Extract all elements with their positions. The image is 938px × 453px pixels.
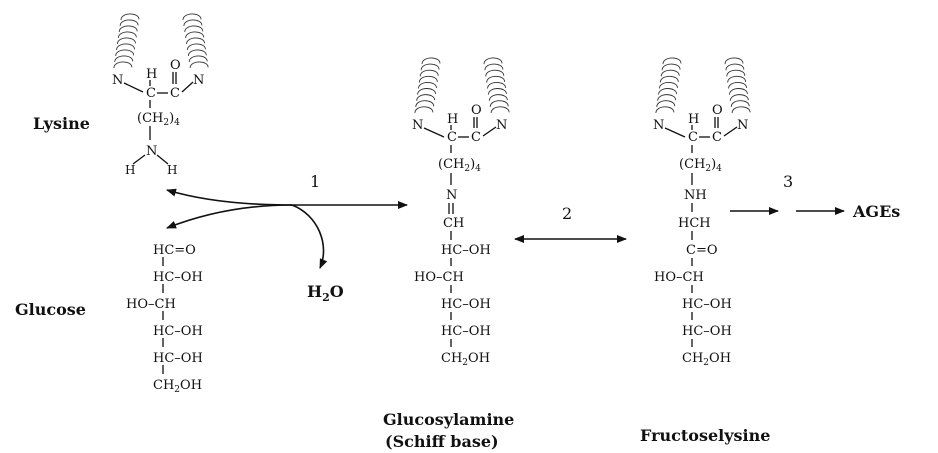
fructo-c-alpha: C [688, 130, 698, 145]
schiff-c-carbonyl: C [471, 130, 481, 145]
lysine-structure: N H C C O N (CH2)4 N H H [112, 58, 204, 177]
arrow-to-water [291, 204, 328, 269]
glucosylamine-structure: N H C C O N (CH2)4 N CH HC–OH HO–CH HC–O… [412, 103, 507, 368]
fructo-ch2-chain: (CH2)4 [679, 157, 722, 174]
schiff-n-left: N [412, 118, 423, 133]
glucosylamine-label: Glucosylamine [383, 410, 514, 429]
lysine-amine-n: N [146, 144, 157, 159]
schiff-c3: HO–CH [414, 270, 464, 285]
lysine-c-carbonyl: C [170, 86, 180, 101]
schiff-c2: HC–OH [441, 243, 491, 258]
fructo-h: H [688, 112, 699, 127]
lysine-amine-h-right: H [167, 163, 177, 177]
fructo-n-left: N [653, 118, 664, 133]
arrow-to-glucose [166, 204, 293, 229]
schiff-c4: HC–OH [441, 297, 491, 312]
lysine-n-left: N [112, 73, 123, 88]
fructo-carbonyl: C=O [686, 243, 718, 258]
schiff-helix-right [483, 57, 510, 114]
schiff-imine-n: N [446, 188, 457, 203]
lysine-c-alpha: C [146, 86, 156, 101]
lysine-helix-right [182, 13, 209, 69]
schiff-h: H [447, 112, 458, 127]
step1-number: 1 [310, 172, 320, 191]
glucose-c2: HC–OH [153, 270, 203, 285]
schiff-ch2-chain: (CH2)4 [438, 157, 481, 174]
arrow-to-lysine [166, 188, 293, 206]
fructo-c3: HO–CH [654, 270, 704, 285]
protein-helices [113, 13, 751, 114]
fructo-hch: HCH [678, 216, 711, 231]
glucose-c3: HO–CH [126, 297, 176, 312]
schiff-helix-left [414, 57, 441, 114]
fructo-c-carbonyl: C [712, 130, 722, 145]
step2-number: 2 [562, 204, 572, 223]
schiff-n-right: N [496, 118, 507, 133]
schiff-c6: CH2OH [441, 351, 490, 368]
lysine-o: O [170, 58, 181, 73]
fructo-c6: CH2OH [682, 351, 731, 368]
glucose-c4: HC–OH [153, 324, 203, 339]
glucose-label: Glucose [15, 300, 86, 319]
glucose-c6: CH2OH [153, 378, 202, 395]
schiff-c5: HC–OH [441, 324, 491, 339]
fructo-nh: NH [684, 188, 707, 203]
fructo-c5: HC–OH [682, 324, 732, 339]
lysine-amine-h-left: H [125, 163, 135, 177]
step1-arrows [166, 188, 408, 269]
lysine-label: Lysine [33, 114, 90, 133]
step3-number: 3 [783, 172, 793, 191]
schiff-ch: CH [443, 216, 464, 231]
lysine-helix-left [113, 13, 140, 69]
fructo-helix-right [724, 57, 751, 114]
lysine-ch2-chain: (CH2)4 [137, 111, 180, 128]
water-label: H2O [307, 282, 344, 304]
schiff-c-alpha: C [447, 130, 457, 145]
lysine-h: H [146, 67, 157, 82]
fructo-c4: HC–OH [682, 297, 732, 312]
glucose-structure: HC=O HC–OH HO–CH HC–OH HC–OH CH2OH [126, 243, 203, 395]
fructoselysine-label: Fructoselysine [640, 426, 770, 445]
schiff-base-label: (Schiff base) [385, 432, 499, 451]
glucose-c5: HC–OH [153, 351, 203, 366]
glucose-c1: HC=O [153, 243, 196, 258]
schiff-o: O [471, 103, 482, 118]
ages-label: AGEs [852, 202, 900, 221]
fructo-helix-left [655, 57, 682, 114]
fructoselysine-structure: N H C C O N (CH2)4 NH HCH C=O HO–CH HC–O… [653, 103, 748, 368]
fructo-o: O [712, 103, 723, 118]
fructo-n-right: N [737, 118, 748, 133]
lysine-n-right: N [193, 73, 204, 88]
